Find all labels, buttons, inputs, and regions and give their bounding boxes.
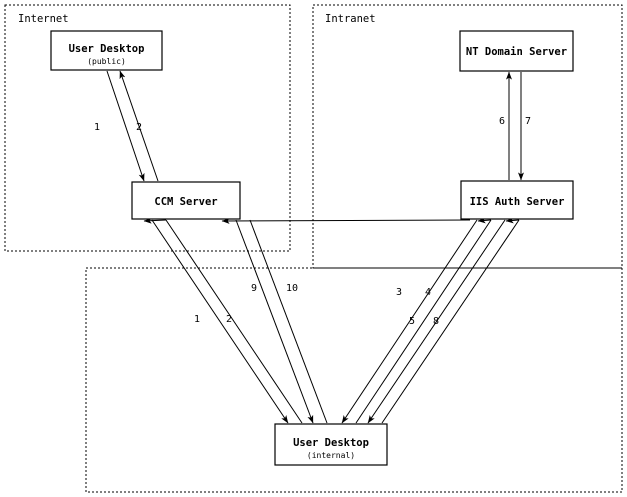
flow-label-6: 6 [499, 116, 505, 127]
node-title-ccm-server: CCM Server [154, 196, 217, 208]
flow-line-9-iis-to-ccm-head [221, 217, 471, 224]
flow-line-8-arrowhead-at-iis [505, 217, 520, 224]
node-user-desktop-internal[interactable]: User Desktop (internal) [274, 423, 388, 466]
zone-label-internet: Internet [18, 13, 69, 25]
flow-label-2-public: 2 [136, 122, 142, 133]
flow-label-7: 7 [525, 116, 531, 127]
flow-label-1-internal: 1 [194, 314, 200, 325]
node-box-ccm-server[interactable] [131, 181, 241, 220]
zone-internal-boundary [85, 267, 623, 493]
node-box-nt-domain-server[interactable] [459, 30, 574, 72]
flow-label-3: 3 [396, 287, 402, 298]
flow-line-8-internal-to-iis [381, 219, 520, 424]
flow-line-2-ccm-to-public [119, 70, 159, 182]
flow-line-9-to-internal [235, 219, 314, 424]
node-iis-auth-server[interactable]: IIS Auth Server [460, 180, 574, 220]
node-title-nt-domain-server: NT Domain Server [466, 46, 567, 58]
flow-group-iis-ccm-910 [221, 217, 471, 424]
flow-line-4-arrowhead-at-iis [477, 217, 492, 224]
flow-line-2-internal-to-ccm [165, 219, 303, 424]
zone-label-intranet: Intranet [325, 13, 376, 25]
flow-label-8: 8 [433, 316, 439, 327]
flow-group-ccm-internal-12 [143, 217, 303, 424]
flow-label-9: 9 [251, 283, 257, 294]
flow-label-1-public: 1 [94, 122, 100, 133]
flow-line-1-public-to-ccm [106, 70, 145, 182]
node-user-desktop-public[interactable]: User Desktop (public) [50, 30, 163, 71]
node-title-user-desktop-internal: User Desktop [293, 437, 369, 449]
node-subtitle-user-desktop-public: (public) [87, 57, 126, 66]
flow-line-4-internal-to-iis [355, 219, 492, 424]
flow-group-public-ccm [106, 70, 159, 182]
flow-line-2-internal-to-ccm-head [143, 217, 167, 224]
flow-group-iis-internal [341, 217, 520, 424]
node-box-user-desktop-internal[interactable] [274, 423, 388, 466]
node-ccm-server[interactable]: CCM Server [131, 181, 241, 220]
flow-line-5-iis-to-internal [367, 219, 506, 424]
node-box-user-desktop-public[interactable] [50, 30, 163, 71]
node-title-iis-auth-server: IIS Auth Server [470, 196, 565, 208]
flow-step-labels: 1 2 1 2 3 4 5 6 7 8 9 10 [94, 116, 531, 327]
node-nt-domain-server[interactable]: NT Domain Server [459, 30, 574, 72]
flow-line-1-ccm-to-internal [151, 219, 289, 424]
flow-label-4: 4 [425, 287, 431, 298]
zone-internet-boundary [4, 4, 291, 252]
flow-label-2-internal: 2 [226, 314, 232, 325]
flow-line-10-guide [249, 219, 328, 424]
node-box-iis-auth-server[interactable] [460, 180, 574, 220]
flow-label-5: 5 [409, 316, 415, 327]
zone-intranet-boundary [312, 4, 623, 269]
node-subtitle-user-desktop-internal: (internal) [307, 451, 355, 460]
flow-line-3-iis-to-internal [341, 219, 478, 424]
node-title-user-desktop-public: User Desktop [69, 43, 145, 55]
flow-group-iis-nt [506, 71, 524, 181]
flow-label-10: 10 [286, 283, 298, 294]
